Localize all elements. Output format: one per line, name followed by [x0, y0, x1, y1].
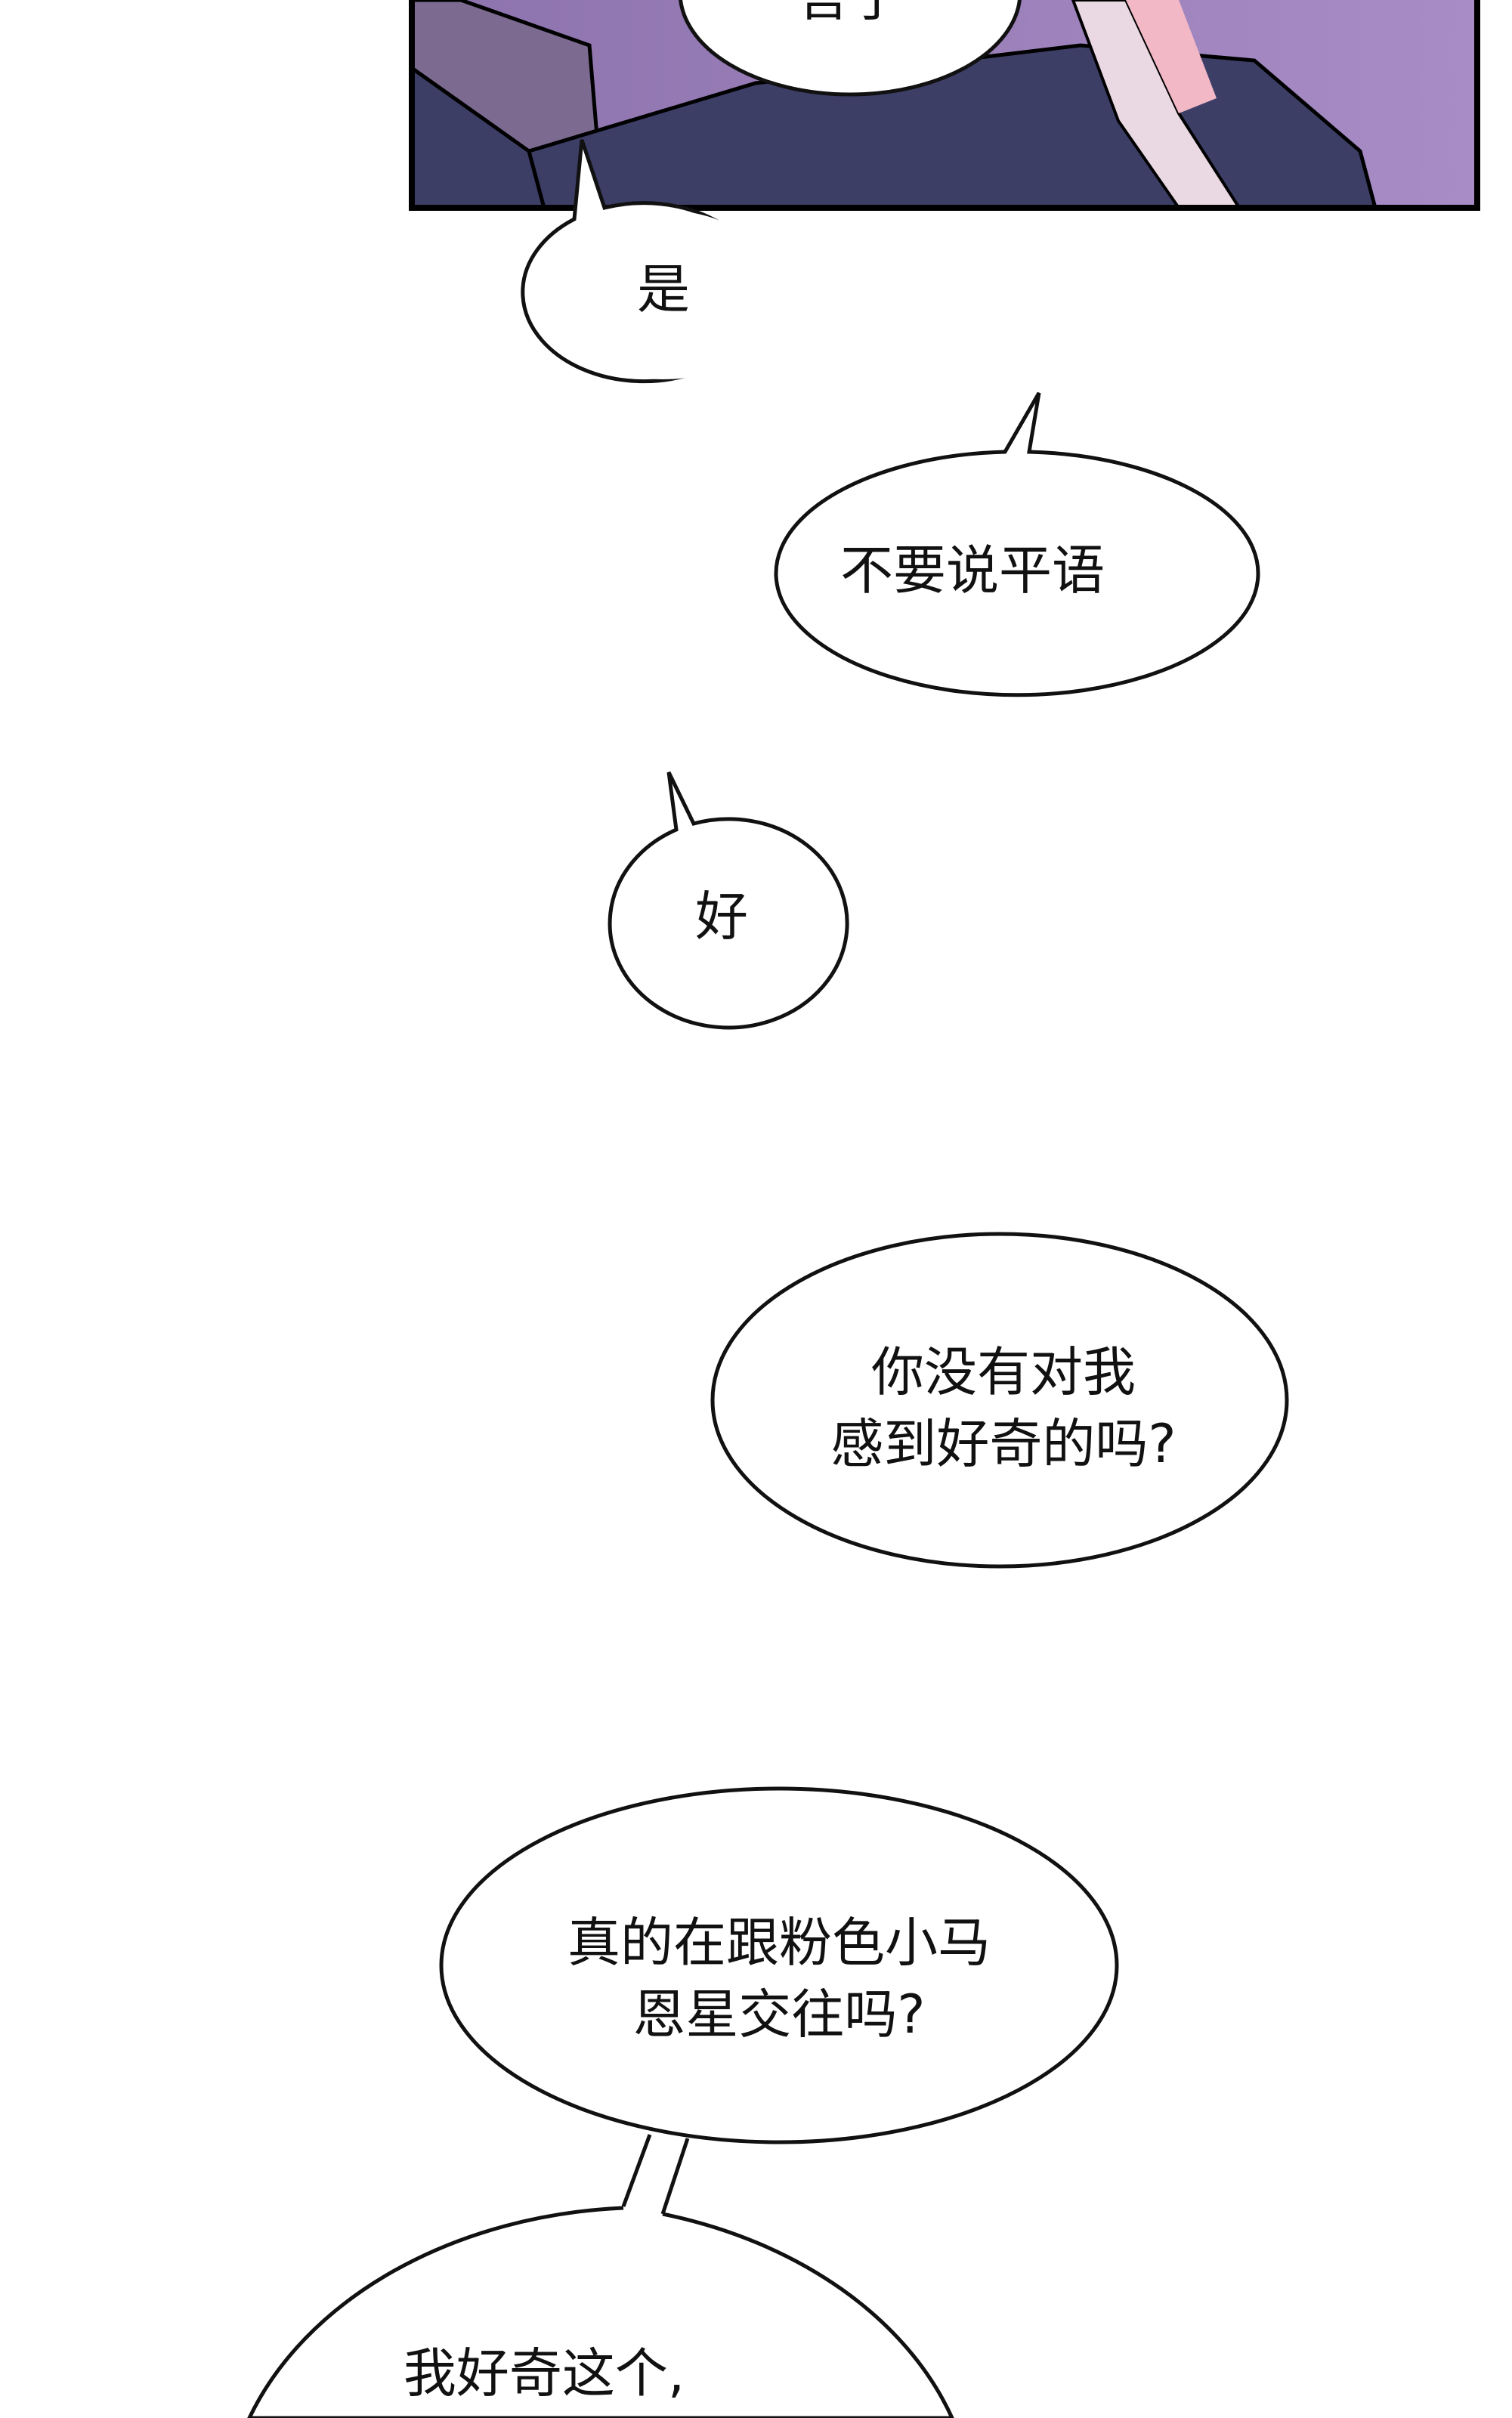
speech-bubble: 真的在跟粉色小马 恩星交往吗?	[439, 1786, 1119, 2144]
bubble-text: 不要说平语	[840, 540, 1105, 601]
speech-bubble: 好	[608, 771, 849, 1030]
speech-bubble: 不要说平语	[774, 391, 1260, 697]
character-neck	[1071, 0, 1241, 208]
bubble-text-line: 我好奇这个,	[404, 2342, 685, 2404]
speech-bubble: 你没有对我 感到好奇的吗?	[710, 1232, 1289, 1569]
comic-panel: 言了	[412, 0, 1477, 208]
panel-border	[409, 0, 1480, 211]
bubble-text-line: 恩星交往吗?	[632, 1984, 925, 2045]
bubble-text-line: 感到好奇的吗?	[830, 1413, 1176, 1475]
speech-bubble: 是	[521, 139, 781, 384]
bubble-text: 是	[637, 258, 690, 320]
speech-bubble-top	[679, 0, 1022, 97]
bubble-text: 好	[695, 886, 748, 948]
bubble-text-line: 真的在跟粉色小马	[567, 1912, 991, 1974]
bubble-text-line: 你没有对我	[871, 1341, 1136, 1403]
bubble-connector	[621, 2134, 690, 2215]
bubble-top-text: 言了	[797, 0, 903, 28]
speech-bubble: 我好奇这个,	[247, 2206, 954, 2418]
